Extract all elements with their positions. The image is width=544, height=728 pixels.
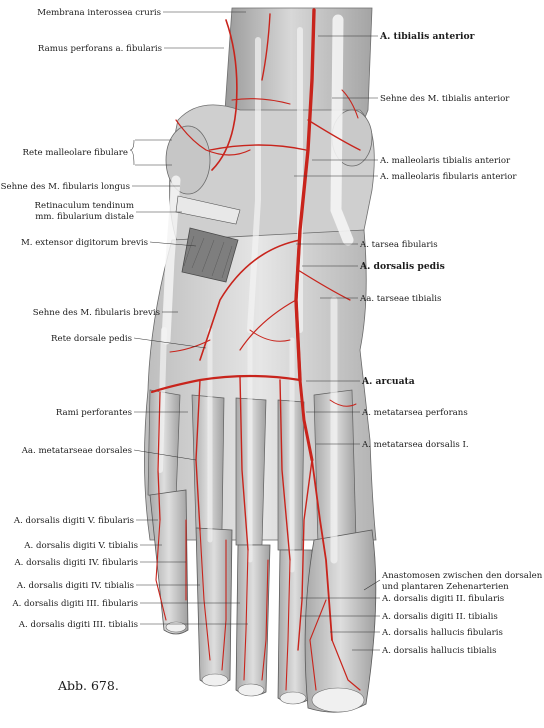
label-dorsalis-hallucis-fibularis: A. dorsalis hallucis fibularis (381, 628, 503, 638)
label-sehne-tibialis-anterior: Sehne des M. tibialis anterior (380, 94, 510, 104)
label-membrana-interossea-cruris: Membrana interossea cruris (37, 8, 161, 18)
label-a-arcuata: A. arcuata (361, 376, 415, 387)
label-metatarsea-perforans: A. metatarsea perforans (361, 408, 468, 418)
labels-right: A. tibialis anterior Sehne des M. tibial… (359, 31, 543, 656)
label-dorsalis-digiti-iv-fibularis: A. dorsalis digiti IV. fibularis (13, 558, 138, 568)
label-retinaculum-line2: mm. fibularium distale (35, 212, 134, 222)
a-arcuata (150, 374, 302, 394)
label-malleolaris-tibialis-anterior: A. malleolaris tibialis anterior (379, 156, 511, 166)
label-rami-perforantes: Rami perforantes (56, 408, 132, 418)
muscle-extensor-digitorum-brevis (181, 227, 239, 283)
label-aa-tarseae-tibialis: Aa. tarseae tibialis (359, 294, 441, 304)
label-dorsalis-digiti-iii-fibularis: A. dorsalis digiti III. fibularis (11, 599, 138, 609)
label-metatarsea-dorsalis-i: A. metatarsea dorsalis I. (361, 440, 469, 450)
foot-illustration (144, 7, 377, 713)
tendons (157, 14, 354, 573)
label-rete-dorsale-pedis: Rete dorsale pedis (51, 334, 132, 344)
label-anastomosen-line2: und plantaren Zehenarterien (382, 582, 509, 592)
label-dorsalis-digiti-ii-fibularis: A. dorsalis digiti II. fibularis (381, 594, 504, 604)
toenails (165, 621, 365, 713)
retinaculum (175, 195, 241, 225)
label-ramus-perforans: Ramus perforans a. fibularis (38, 44, 162, 54)
label-dorsalis-hallucis-tibialis: A. dorsalis hallucis tibialis (381, 646, 497, 656)
label-sehne-fibularis-brevis: Sehne des M. fibularis brevis (33, 308, 160, 318)
labels-left: Membrana interossea cruris Ramus perfora… (1, 8, 162, 630)
label-a-dorsalis-pedis: A. dorsalis pedis (359, 261, 445, 272)
label-extensor-digitorum-brevis: M. extensor digitorum brevis (21, 238, 148, 248)
label-a-tibialis-anterior: A. tibialis anterior (379, 31, 475, 42)
label-aa-metatarseae-dorsales: Aa. metatarseae dorsales (21, 446, 132, 456)
arteries (150, 8, 361, 691)
label-retinaculum-line1: Retinaculum tendinum (35, 201, 134, 211)
label-anastomosen-line1: Anastomosen zwischen den dorsalen (381, 571, 543, 581)
label-tarsea-fibularis: A. tarsea fibularis (359, 240, 438, 250)
label-dorsalis-digiti-iv-tibialis: A. dorsalis digiti IV. tibialis (16, 581, 134, 591)
leader-lines (129, 11, 381, 651)
label-dorsalis-digiti-iii-tibialis: A. dorsalis digiti III. tibialis (18, 620, 138, 630)
label-rete-malleolare-fibulare: Rete malleolare fibulare (23, 148, 129, 158)
label-dorsalis-digiti-v-fibularis: A. dorsalis digiti V. fibularis (13, 516, 134, 526)
label-dorsalis-digiti-ii-tibialis: A. dorsalis digiti II. tibialis (381, 612, 498, 622)
tendon-fibularis-brevis (161, 175, 181, 345)
label-malleolaris-fibularis-anterior: A. malleolaris fibularis anterior (379, 172, 517, 182)
label-dorsalis-digiti-v-tibialis: A. dorsalis digiti V. tibialis (23, 541, 138, 551)
tendon-tibialis-anterior (330, 14, 354, 246)
figure-caption: Abb. 678. (57, 678, 119, 693)
toe-iii (235, 544, 271, 696)
label-sehne-fibularis-longus: Sehne des M. fibularis longus (1, 182, 130, 192)
